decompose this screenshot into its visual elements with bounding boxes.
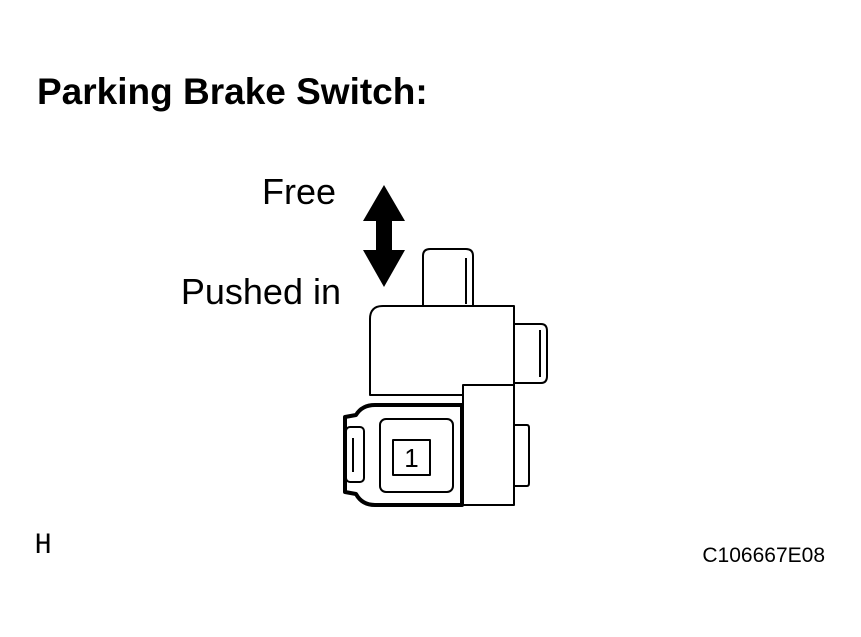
connector-latch bbox=[345, 426, 365, 483]
switch-plunger bbox=[422, 248, 474, 308]
connector-pin-1 bbox=[392, 439, 431, 476]
connector-pin-1-label: 1 bbox=[404, 443, 418, 473]
double-headed-vertical-arrow-icon bbox=[363, 185, 405, 287]
upper-mounting-tab bbox=[514, 323, 548, 384]
body-notch-line bbox=[462, 384, 514, 395]
figure-code: C106667E08 bbox=[702, 544, 825, 567]
diagram-title: Parking Brake Switch: bbox=[37, 71, 428, 112]
lower-mounting-tab bbox=[514, 424, 530, 487]
pushed-in-position-label: Pushed in bbox=[180, 271, 341, 312]
corner-mark: H bbox=[35, 529, 52, 560]
free-position-label: Free bbox=[261, 171, 336, 212]
